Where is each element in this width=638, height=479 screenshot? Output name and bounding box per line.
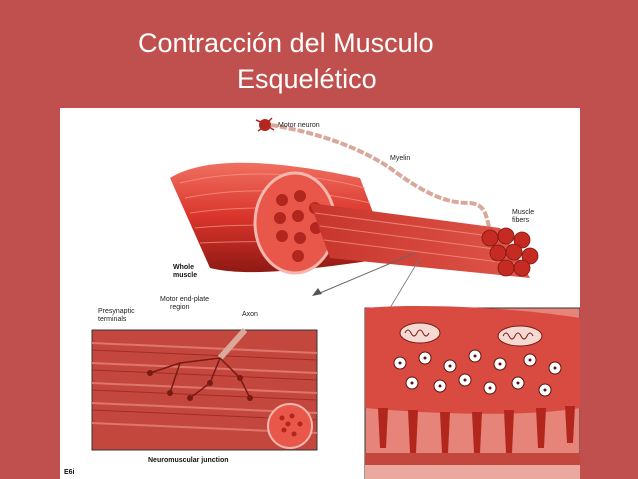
label-axon: Axon [242,311,258,318]
label-whole-muscle-2: muscle [173,272,197,279]
label-whole-muscle-1: Whole [173,264,194,271]
slide-title-line-2: Esquelético [237,64,377,94]
label-end-plate-2: region [170,304,190,311]
nmj-panel [91,328,318,451]
label-end-plate-1: Motor end-plate [160,296,209,303]
label-muscle-fibers-2: fibers [512,217,530,224]
figure-code: E6i [64,469,75,476]
label-motor-neuron: Motor neuron [278,122,320,129]
label-myelin: Myelin [390,155,410,162]
label-neuromuscular-junction: Neuromuscular junction [148,457,229,464]
motor-neuron [255,117,275,132]
label-presynaptic-2: terminals [98,316,127,323]
slide-title-line-1: Contracción del Musculo [138,28,434,58]
muscle-illustration: Motor neuron Myelin Muscle fibers Whole … [64,117,580,479]
label-presynaptic-1: Presynaptic [98,308,135,315]
muscle-anatomy-figure: Motor neuron Myelin Muscle fibers Whole … [60,108,580,479]
muscle-fascicle [310,203,539,278]
myelinated-axon [270,123,494,235]
synapse-detail-panel [364,306,580,479]
label-muscle-fibers-1: Muscle [512,209,534,216]
